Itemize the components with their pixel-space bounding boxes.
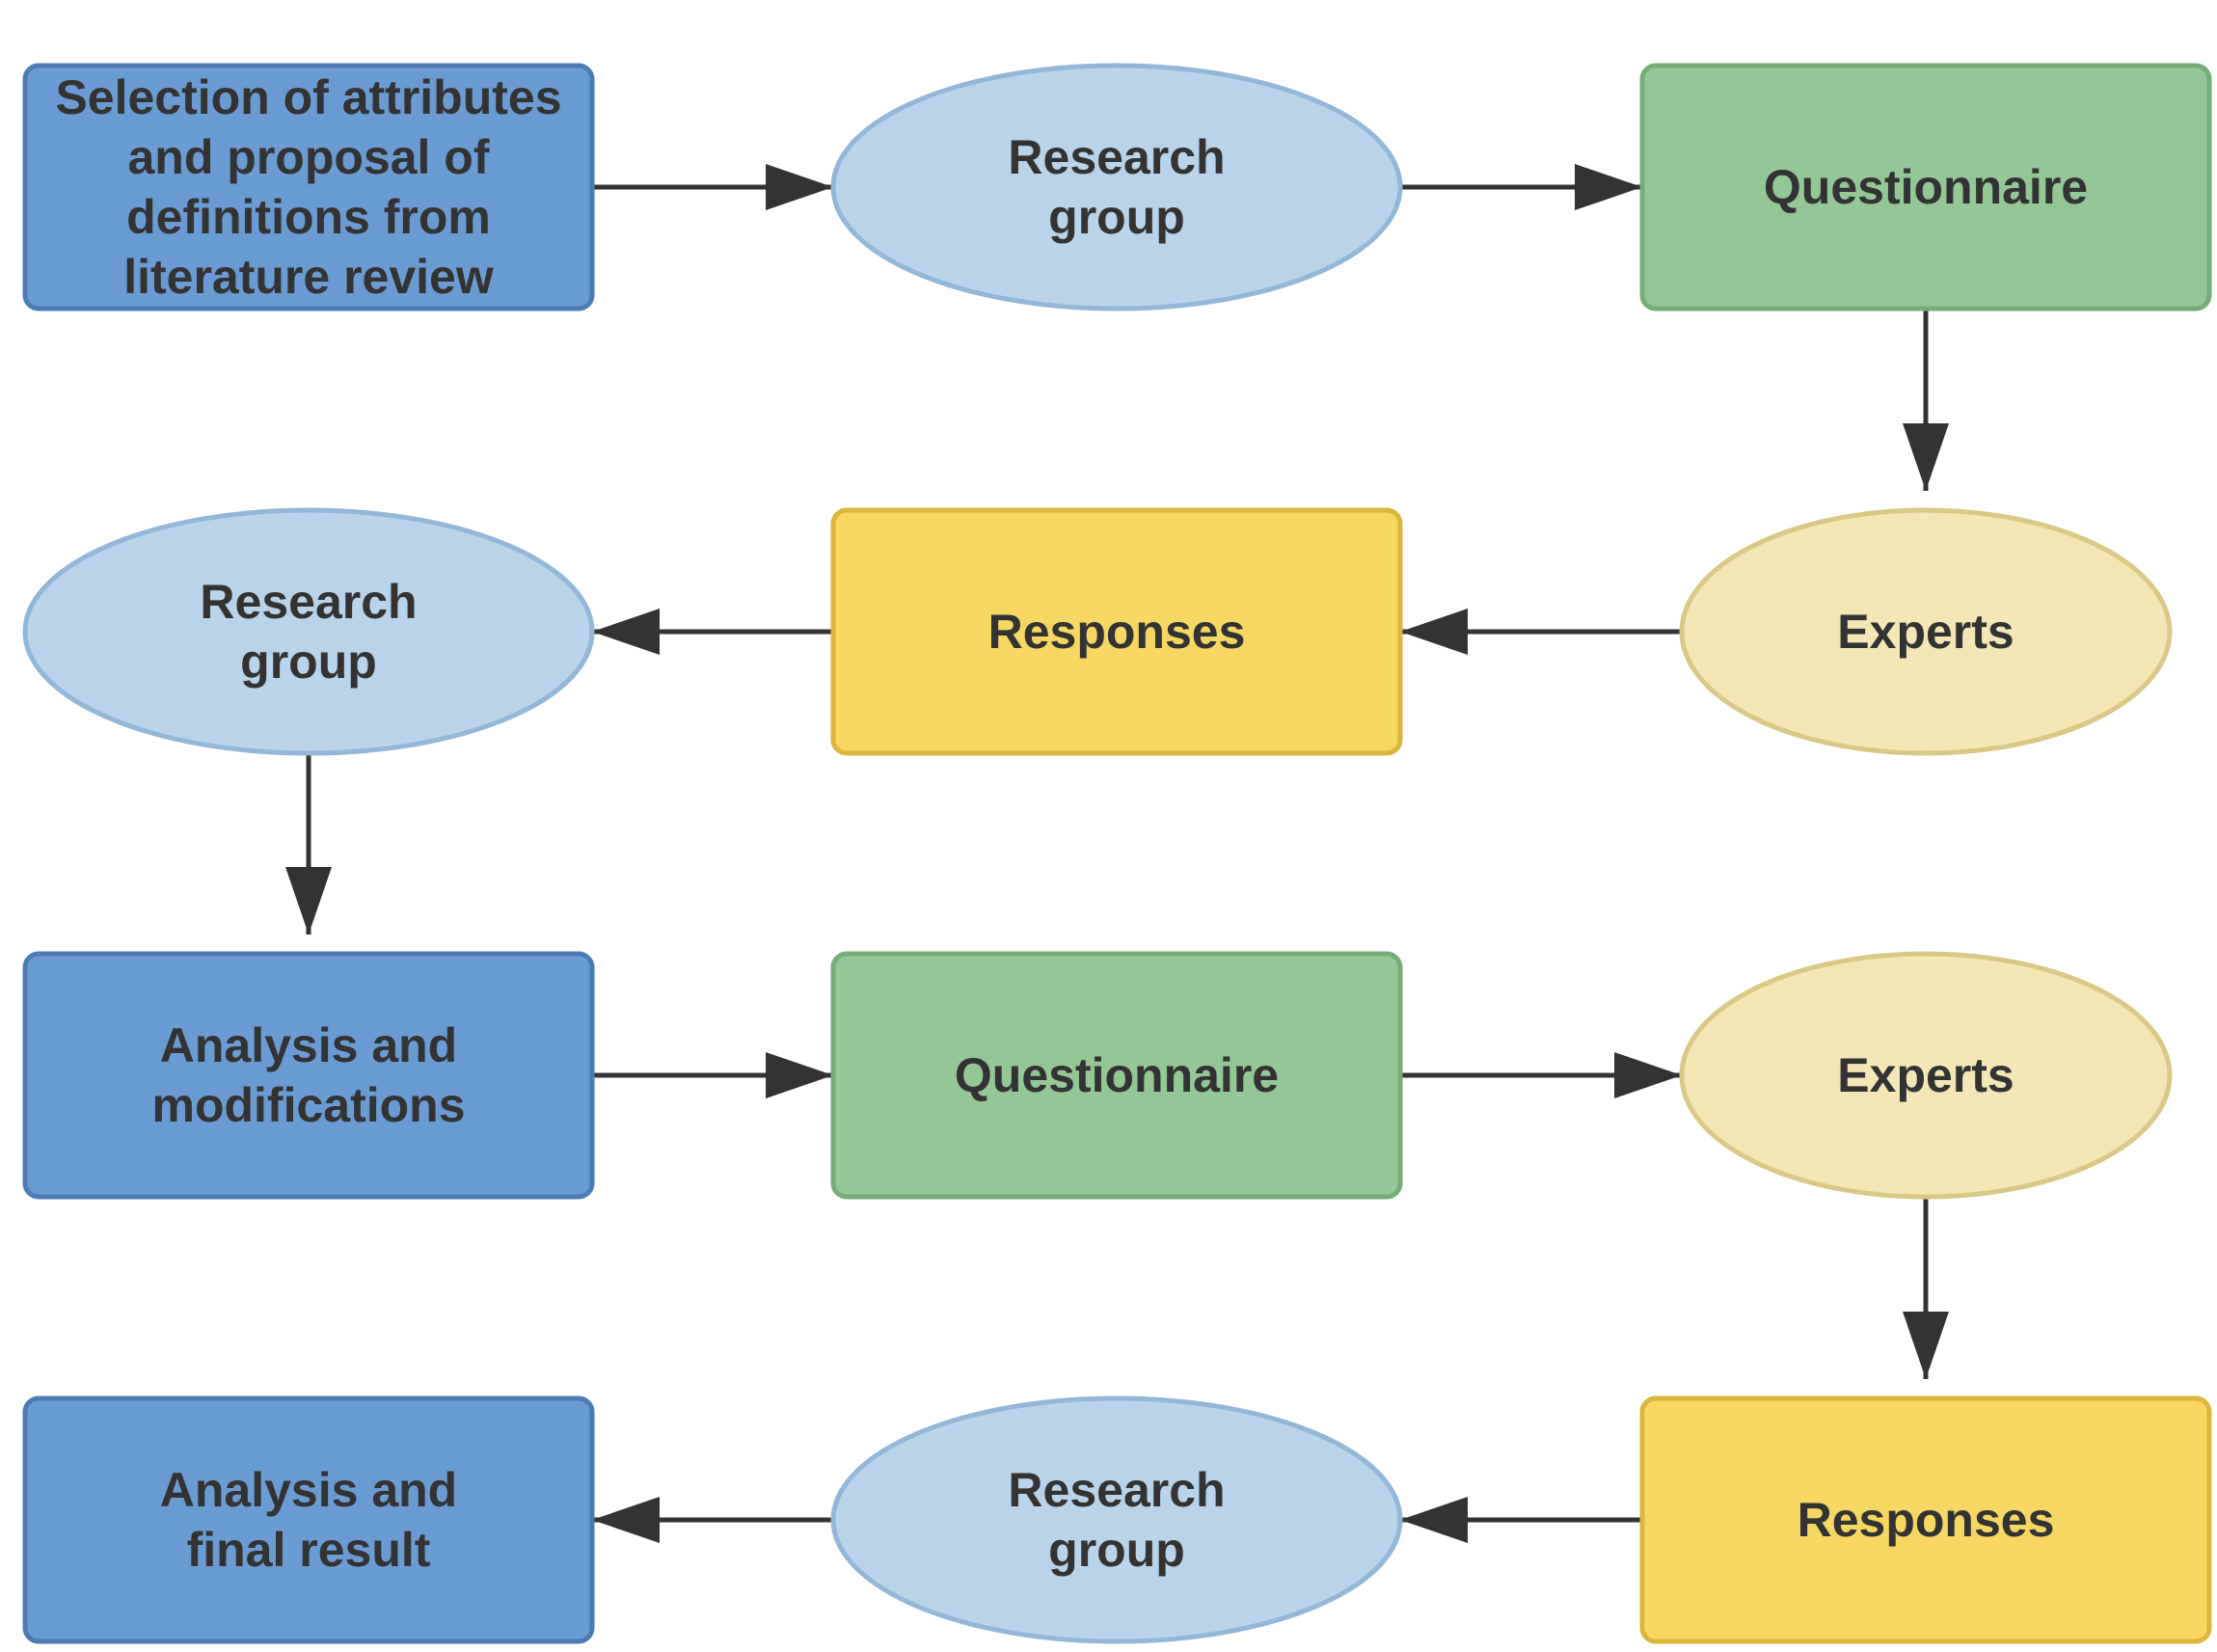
node-label-line: Questionnaire	[955, 1048, 1279, 1102]
node-label-line: definitions from	[126, 190, 491, 244]
node-analysis-modifications: Analysis and modifications	[22, 951, 595, 1200]
node-experts-2: Experts	[1679, 951, 2173, 1200]
node-box	[1639, 63, 2212, 311]
node-research-group-1: Research group	[830, 63, 1403, 311]
node-responses-2: Responses	[1639, 1395, 2212, 1644]
node-questionnaire-1: Questionnaire	[1639, 63, 2212, 311]
node-label-line: and proposal of	[128, 130, 490, 184]
node-selection: Selection of attributes and proposal of de…	[22, 63, 595, 311]
node-label-line: Responses	[1798, 1493, 2055, 1547]
node-box	[830, 951, 1403, 1200]
node-research-group-2: Research group	[22, 507, 595, 756]
node-analysis-final: Analysis and final result	[22, 1395, 595, 1644]
node-ellipse	[830, 63, 1403, 311]
node-label-line: final result	[187, 1523, 431, 1577]
node-questionnaire-2: Questionnaire	[830, 951, 1403, 1200]
node-box	[22, 951, 595, 1200]
node-label-line: Experts	[1837, 605, 2014, 659]
node-label-line: Analysis and	[160, 1018, 457, 1072]
node-label-line: group	[1048, 1523, 1185, 1577]
node-research-group-3: Research group	[830, 1395, 1403, 1644]
node-box	[22, 63, 595, 311]
node-label-line: Experts	[1837, 1048, 2014, 1102]
node-label-line: group	[240, 635, 377, 689]
node-responses-1: Responses	[830, 507, 1403, 756]
node-label-line: literature review	[123, 250, 494, 304]
edges-layer	[285, 164, 1949, 1543]
node-label-line: modifications	[151, 1078, 465, 1132]
node-box	[22, 1395, 595, 1644]
node-label-line: group	[1048, 190, 1185, 244]
node-label-line: Selection of attributes	[55, 70, 561, 124]
node-box	[1639, 1395, 2212, 1644]
nodes-layer: Selection of attributes and proposal of de…	[22, 63, 2212, 1644]
node-box	[830, 507, 1403, 756]
node-label-line: Research	[1008, 130, 1225, 184]
node-label-line: Responses	[988, 605, 1246, 659]
node-ellipse	[1679, 507, 2173, 756]
node-label-line: Research	[200, 575, 417, 629]
node-label-line: Questionnaire	[1764, 160, 2088, 214]
node-label-line: Analysis and	[160, 1463, 457, 1517]
node-ellipse	[830, 1395, 1403, 1644]
node-ellipse	[1679, 951, 2173, 1200]
node-experts-1: Experts	[1679, 507, 2173, 756]
node-label-line: Research	[1008, 1463, 1225, 1517]
node-ellipse	[22, 507, 595, 756]
